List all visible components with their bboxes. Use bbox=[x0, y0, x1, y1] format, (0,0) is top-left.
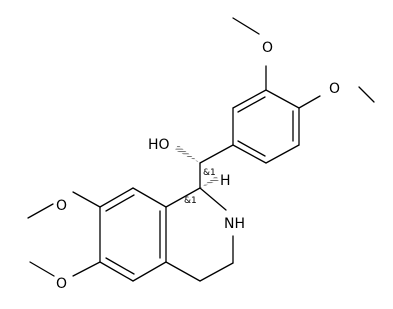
hydroxyl-label: HO bbox=[148, 137, 170, 153]
stereo-flag-c1: &1 bbox=[184, 196, 197, 206]
hydrogen-label: H bbox=[220, 173, 231, 189]
upper-methoxy-groups bbox=[232, 17, 375, 109]
hashed-wedge-oh bbox=[175, 145, 200, 163]
isoquinoline-core bbox=[99, 187, 234, 282]
oxygen-label-position-6: O bbox=[56, 276, 67, 292]
upper-aryl-ring bbox=[232, 89, 300, 164]
lower-methoxy-groups bbox=[27, 191, 101, 277]
oxygen-label-para: O bbox=[329, 81, 340, 97]
stereo-flag-hydroxyl-carbon: &1 bbox=[203, 168, 216, 178]
oxygen-label-meta: O bbox=[262, 40, 273, 56]
oxygen-label-position-7: O bbox=[56, 198, 67, 214]
hashed-wedge-h bbox=[200, 176, 219, 188]
nh-label: NH bbox=[224, 216, 245, 232]
hydroxymethine bbox=[175, 144, 234, 189]
